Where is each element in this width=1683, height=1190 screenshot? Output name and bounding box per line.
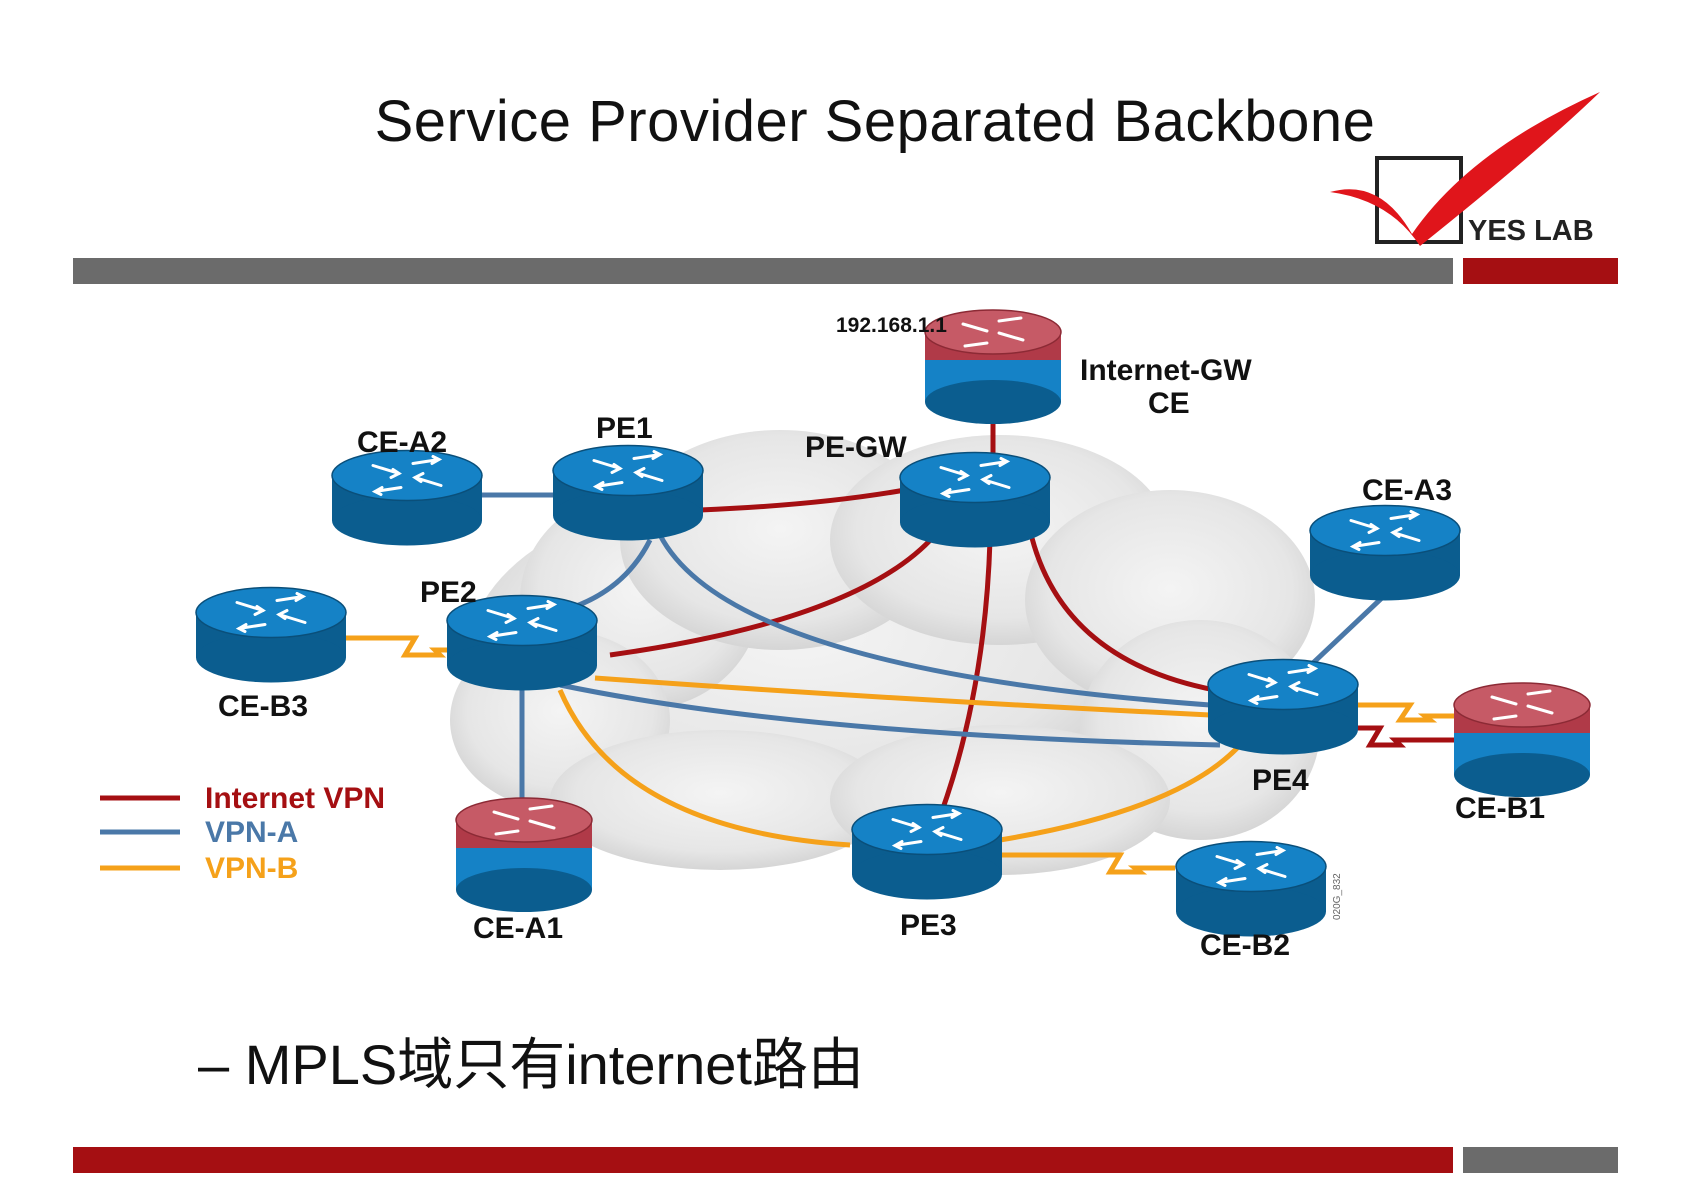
- label-ce-b2: CE-B2: [1200, 929, 1290, 962]
- pe2-router-icon: [446, 594, 598, 691]
- logo-text: YES LAB: [1468, 215, 1594, 247]
- top-gray-bar: [73, 258, 1453, 284]
- page-title: Service Provider Separated Backbone: [374, 89, 1376, 154]
- pe-gw-router-icon: [899, 451, 1051, 548]
- pe4-router-icon: [1207, 658, 1359, 755]
- link-pe2-pe3: [557, 689, 851, 848]
- top-red-bar: [1463, 258, 1618, 284]
- link-pe2-pe4-blue: [559, 682, 1221, 748]
- ce-a2-router-icon: [331, 449, 483, 546]
- link-pe4-pegw: [1027, 529, 1216, 693]
- link-pe3-pegw: [932, 539, 993, 831]
- bottom-gray-bar: [1463, 1147, 1618, 1173]
- label-pe-gw: PE-GW: [805, 431, 907, 464]
- link-pe2-pe4-orange: [594, 675, 1211, 718]
- link-pe4-ceb1-red: [1355, 725, 1455, 748]
- label-pe4: PE4: [1252, 764, 1309, 797]
- yes-lab-logo: YES LAB: [1330, 92, 1600, 247]
- ce-a3-router-icon: [1309, 504, 1461, 601]
- bullet-text: – MPLS域只有internet路由: [198, 1033, 864, 1096]
- nodes-layer: [195, 309, 1591, 937]
- legend-label-vpn-b: VPN-B: [205, 852, 298, 885]
- label-pe2: PE2: [420, 576, 477, 609]
- link-ceb3-pe2: [345, 635, 460, 658]
- label-ce-b1: CE-B1: [1455, 792, 1545, 825]
- legend: Internet VPN VPN-A VPN-B: [100, 782, 385, 885]
- links-layer: [345, 310, 1455, 875]
- ce-b2-router-icon: [1175, 840, 1327, 937]
- label-ce-b3: CE-B3: [218, 690, 308, 723]
- link-pe2-pegw: [609, 533, 937, 658]
- internet-gw-firewall-icon: [924, 309, 1062, 424]
- ip-label: 192.168.1.1: [836, 314, 947, 337]
- legend-label-vpn-a: VPN-A: [205, 816, 298, 849]
- bottom-red-bar: [73, 1147, 1453, 1173]
- link-pe4-ceb1-orange: [1355, 702, 1455, 723]
- label-ce-a3: CE-A3: [1362, 474, 1452, 507]
- legend-label-internet-vpn: Internet VPN: [205, 782, 385, 815]
- label-pe3: PE3: [900, 909, 957, 942]
- label-ce-a1: CE-A1: [473, 912, 563, 945]
- logo-check-icon: [1330, 92, 1600, 246]
- link-pe1-pegw: [699, 487, 906, 513]
- label-pe1: PE1: [596, 412, 653, 445]
- watermark-code: 020G_832: [1332, 873, 1343, 920]
- ce-b1-firewall-icon: [1453, 682, 1591, 797]
- label-ce-a2: CE-A2: [357, 426, 447, 459]
- link-pe3-pe4: [999, 743, 1242, 843]
- ce-b3-router-icon: [195, 586, 347, 683]
- link-pe3-ceb2: [1000, 852, 1175, 875]
- pe3-router-icon: [851, 803, 1003, 900]
- ce-a1-firewall-icon: [455, 797, 593, 912]
- link-pe1-pe4: [657, 533, 1211, 708]
- pe1-router-icon: [552, 444, 704, 541]
